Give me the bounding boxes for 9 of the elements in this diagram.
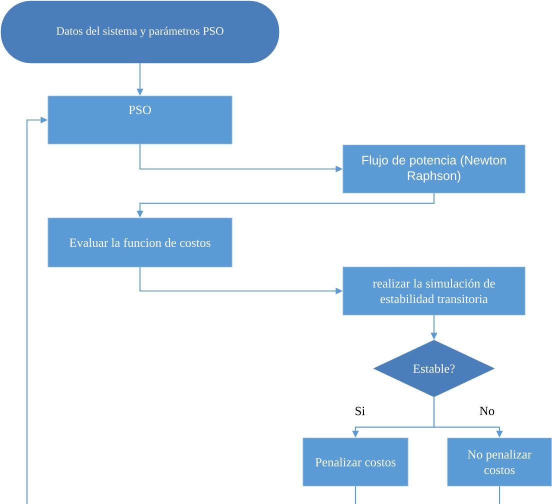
terminator-box: Datos del sistema y parámetros PSO <box>0 0 280 64</box>
process-box: Flujo de potencia (Newton Raphson) <box>342 144 526 194</box>
process-box: PSO <box>48 96 232 144</box>
edge-label: Si <box>354 406 366 416</box>
process-box: realizar la simulación de estabilidad transitoria <box>342 266 526 316</box>
edge-label: No <box>478 406 496 416</box>
process-box: Penalizar costos <box>302 438 408 486</box>
process-box: No penalizar costos <box>447 438 552 486</box>
process-box: Evaluar la funcion de costos <box>48 218 232 268</box>
